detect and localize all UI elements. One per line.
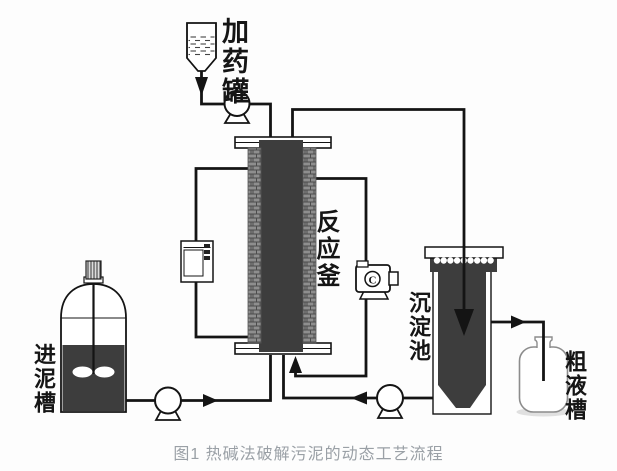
arrow-to-crude-tank <box>511 315 526 329</box>
arrow-dosing-down <box>195 77 208 96</box>
dosing-tank <box>186 22 217 72</box>
label-reactor: 反应釜 <box>312 209 339 290</box>
reactor-vessel <box>234 136 332 355</box>
reactor-core <box>259 140 303 352</box>
stirrer-motor <box>85 260 102 280</box>
reactor-jacket-right <box>302 147 317 344</box>
label-dosing-tank: 加药罐 <box>218 17 248 107</box>
circulation-pump-cap <box>356 260 369 268</box>
controller-indicator-1 <box>204 244 210 248</box>
reactor-jacket-left <box>247 147 262 344</box>
controller-box <box>180 240 214 283</box>
stirrer-blade-left <box>72 366 93 378</box>
circulation-pump-spout <box>388 271 399 286</box>
circulation-pump-letter: C <box>369 275 377 287</box>
dosing-pump-housing <box>223 90 251 117</box>
arrow-recycle-left <box>351 391 367 405</box>
sed-tank-funnel <box>438 385 486 408</box>
recycle-pump <box>376 384 404 419</box>
feed-pump <box>154 386 182 421</box>
dosing-tank-outline <box>186 22 217 72</box>
label-crude-liquid-tank: 粗液槽 <box>562 350 587 422</box>
arrow-recirc-up <box>289 356 302 373</box>
controller-indicator-3 <box>204 256 210 260</box>
figure-caption: 图1 热碱法破解污泥的动态工艺流程 <box>173 446 444 463</box>
label-sludge-feed-tank: 进泥槽 <box>31 343 56 415</box>
sludge-feed-tank <box>60 260 127 413</box>
controller-indicator-2 <box>204 250 210 254</box>
pipe-sludge-feed <box>124 355 272 402</box>
dosing-tank-liquid <box>188 35 215 57</box>
feed-pump-housing <box>154 386 182 415</box>
recycle-pump-housing <box>376 384 404 412</box>
label-sedimentation-tank: 沉淀池 <box>406 291 431 363</box>
arrow-feed-right <box>203 394 218 407</box>
pipe-settler-outlet <box>491 320 545 381</box>
stirrer-blade-right <box>94 366 115 378</box>
controller-screen <box>183 249 204 277</box>
circulation-pump-rotor <box>364 270 381 288</box>
dosing-pump <box>223 90 251 124</box>
circulation-pump: C <box>355 260 399 300</box>
arrow-into-settler <box>454 309 474 336</box>
pipe-reactor-effluent <box>291 108 466 250</box>
